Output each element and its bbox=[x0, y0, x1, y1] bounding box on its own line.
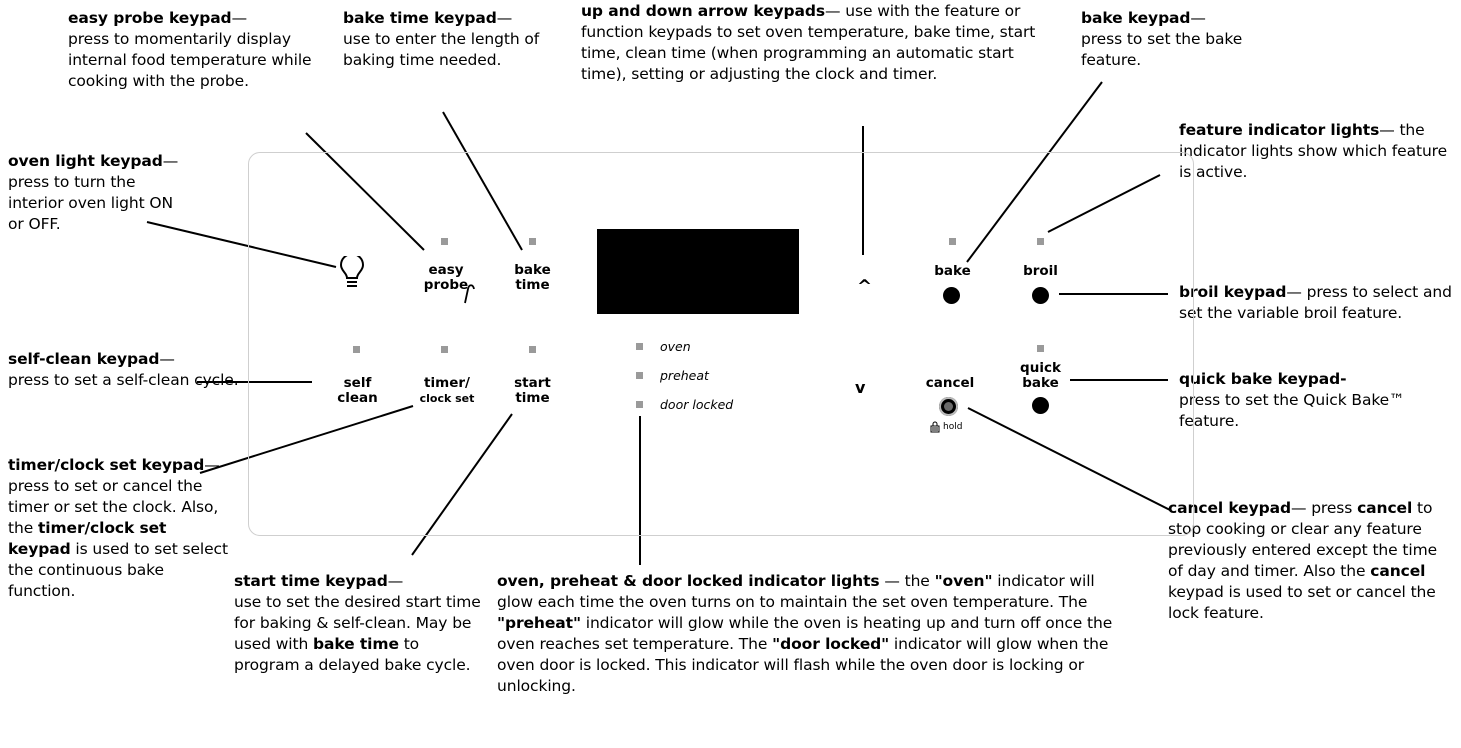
annotation-feature-lights: feature indicator lights— the indicator … bbox=[1179, 121, 1448, 181]
annotation-easy-probe: easy probe keypad— press to momentarily … bbox=[68, 9, 312, 90]
oven-indicator-label: oven bbox=[660, 339, 691, 354]
leader-oven-light bbox=[146, 221, 337, 268]
start-time-led bbox=[529, 346, 536, 353]
probe-icon bbox=[464, 284, 475, 304]
self-clean-keypad[interactable]: self clean bbox=[337, 375, 378, 406]
easy-probe-led bbox=[441, 238, 448, 245]
annotation-text: press to set a self-clean cycle. bbox=[8, 371, 239, 389]
quick-bake-button[interactable] bbox=[1032, 397, 1049, 414]
leader-timer-clock bbox=[199, 405, 414, 474]
annotation-bake: bake keypad— press to set the bake featu… bbox=[1081, 9, 1243, 69]
preheat-indicator-label: preheat bbox=[660, 368, 709, 383]
annotation-quick-bake: quick bake keypad- press to set the Quic… bbox=[1179, 369, 1449, 432]
annotation-self-clean: self-clean keypad— press to set a self-c… bbox=[8, 350, 239, 389]
preheat-indicator-led bbox=[636, 372, 643, 379]
annotation-broil: broil keypad— press to select and set th… bbox=[1179, 283, 1452, 322]
timer-clock-set-keypad[interactable]: timer/ clock set bbox=[419, 375, 475, 406]
oven-indicator-led bbox=[636, 343, 643, 350]
broil-led bbox=[1037, 238, 1044, 245]
annotation-title: oven, preheat & door locked indicator li… bbox=[497, 572, 880, 590]
annotation-title: self-clean keypad bbox=[8, 350, 160, 368]
leader-start-time bbox=[411, 413, 513, 556]
annotation-text: press to momentarily display internal fo… bbox=[68, 30, 312, 90]
annotation-start-time: start time keypad— use to set the desire… bbox=[234, 572, 481, 674]
up-arrow-keypad[interactable]: ^ bbox=[857, 276, 873, 297]
door-locked-indicator-label: door locked bbox=[660, 397, 734, 412]
start-time-keypad[interactable]: start time bbox=[514, 375, 551, 406]
cancel-button[interactable] bbox=[939, 397, 958, 416]
annotation-indicators: oven, preheat & door locked indicator li… bbox=[497, 572, 1113, 695]
annotation-title: start time keypad bbox=[234, 572, 388, 590]
down-arrow-keypad[interactable]: v bbox=[855, 378, 866, 397]
light-bulb-icon[interactable] bbox=[339, 256, 365, 290]
annotation-title: bake time keypad bbox=[343, 9, 497, 27]
leader-bake-time bbox=[442, 111, 523, 251]
annotation-text: the indicator lights show which feature … bbox=[1179, 121, 1448, 181]
annotation-title: cancel keypad bbox=[1168, 499, 1291, 517]
annotation-text: press to turn the interior oven light ON… bbox=[8, 173, 174, 233]
annotation-title: up and down arrow keypads bbox=[581, 2, 826, 20]
annotation-title: oven light keypad bbox=[8, 152, 163, 170]
bake-time-keypad[interactable]: bake time bbox=[514, 262, 551, 293]
annotation-title: feature indicator lights bbox=[1179, 121, 1380, 139]
leader-feature-lights bbox=[1047, 174, 1161, 233]
door-locked-indicator-led bbox=[636, 401, 643, 408]
annotation-title: broil keypad bbox=[1179, 283, 1287, 301]
annotation-text: press to select and set the variable bro… bbox=[1179, 283, 1452, 322]
cancel-keypad[interactable]: cancel bbox=[925, 375, 975, 391]
broil-button[interactable] bbox=[1032, 287, 1049, 304]
leader-bake bbox=[966, 81, 1103, 263]
bake-led bbox=[949, 238, 956, 245]
annotation-title: easy probe keypad bbox=[68, 9, 232, 27]
easy-probe-keypad[interactable]: easy probe bbox=[423, 262, 469, 293]
annotation-cancel: cancel keypad— press cancel to stop cook… bbox=[1168, 499, 1438, 622]
annotation-text: press to set the Quick Bake™ feature. bbox=[1179, 391, 1405, 430]
annotation-arrows: up and down arrow keypads— use with the … bbox=[581, 2, 1036, 83]
bake-time-led bbox=[529, 238, 536, 245]
quick-bake-keypad[interactable]: quick bake bbox=[1020, 360, 1061, 391]
annotation-text: press to set the bake feature. bbox=[1081, 30, 1243, 69]
annotation-title: bake keypad bbox=[1081, 9, 1191, 27]
control-panel bbox=[248, 152, 1194, 536]
bake-button[interactable] bbox=[943, 287, 960, 304]
annotation-title: timer/clock set keypad bbox=[8, 456, 205, 474]
annotation-bake-time: bake time keypad— use to enter the lengt… bbox=[343, 9, 540, 69]
annotation-text: use to enter the length of baking time n… bbox=[343, 30, 540, 69]
timer-clock-led bbox=[441, 346, 448, 353]
oven-display bbox=[597, 229, 799, 314]
broil-keypad[interactable]: broil bbox=[1023, 263, 1058, 279]
annotation-text: use with the feature or function keypads… bbox=[581, 2, 1036, 83]
annotation-title: quick bake keypad- bbox=[1179, 370, 1347, 388]
annotation-timer-clock: timer/clock set keypad— press to set or … bbox=[8, 456, 228, 600]
quick-bake-led bbox=[1037, 345, 1044, 352]
bake-keypad[interactable]: bake bbox=[934, 263, 971, 279]
self-clean-led bbox=[353, 346, 360, 353]
annotation-oven-light: oven light keypad— press to turn the int… bbox=[8, 152, 179, 233]
lock-icon bbox=[930, 421, 940, 433]
hold-label: hold bbox=[943, 422, 963, 432]
leader-cancel bbox=[967, 407, 1171, 511]
